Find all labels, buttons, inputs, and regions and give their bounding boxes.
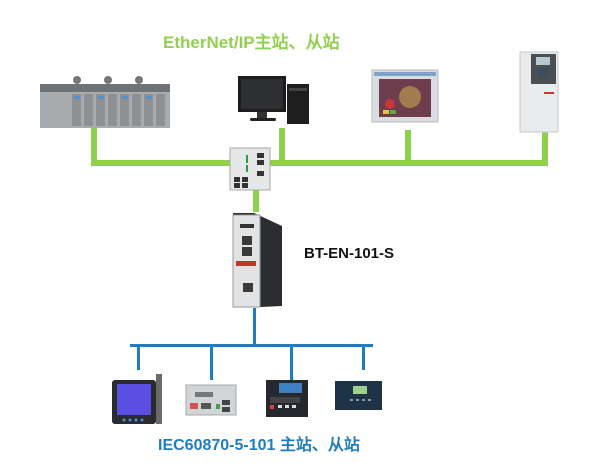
plc-rack-icon[interactable]	[40, 76, 170, 128]
rtu-module-icon[interactable]	[185, 384, 237, 416]
gateway-device-icon[interactable]	[232, 213, 282, 308]
ethernet-ip-label: EtherNet/IP主站、从站	[163, 33, 340, 52]
serial-bus	[130, 308, 373, 380]
power-meter-icon[interactable]	[112, 374, 162, 424]
ethernet-drop-pc	[279, 128, 285, 164]
iec101-label: IEC60870-5-101 主站、从站	[158, 437, 360, 454]
hmi-panel-icon[interactable]	[371, 69, 439, 123]
serial-drop-rtu	[210, 344, 213, 380]
serial-drop-meter	[137, 344, 140, 370]
ethernet-bus-line	[91, 160, 548, 166]
frequency-drive-icon[interactable]	[519, 51, 559, 133]
gateway-label: BT-EN-101-S	[304, 245, 395, 262]
protection-relay-icon[interactable]	[266, 380, 308, 417]
serial-bus-line	[130, 344, 373, 347]
controller-unit-icon[interactable]	[335, 381, 382, 410]
ethernet-drop-drive	[542, 130, 548, 164]
serial-drop-controller	[362, 344, 365, 370]
ethernet-switch-icon[interactable]	[229, 147, 271, 191]
pc-workstation-icon[interactable]	[238, 76, 309, 124]
serial-drop-relay	[290, 344, 293, 380]
ethernet-drop-hmi	[405, 130, 411, 164]
serial-trunk	[253, 308, 256, 346]
ethernet-drop-plc	[91, 128, 97, 164]
ethernet-bus	[91, 128, 548, 212]
ethernet-link-gateway	[253, 190, 259, 212]
